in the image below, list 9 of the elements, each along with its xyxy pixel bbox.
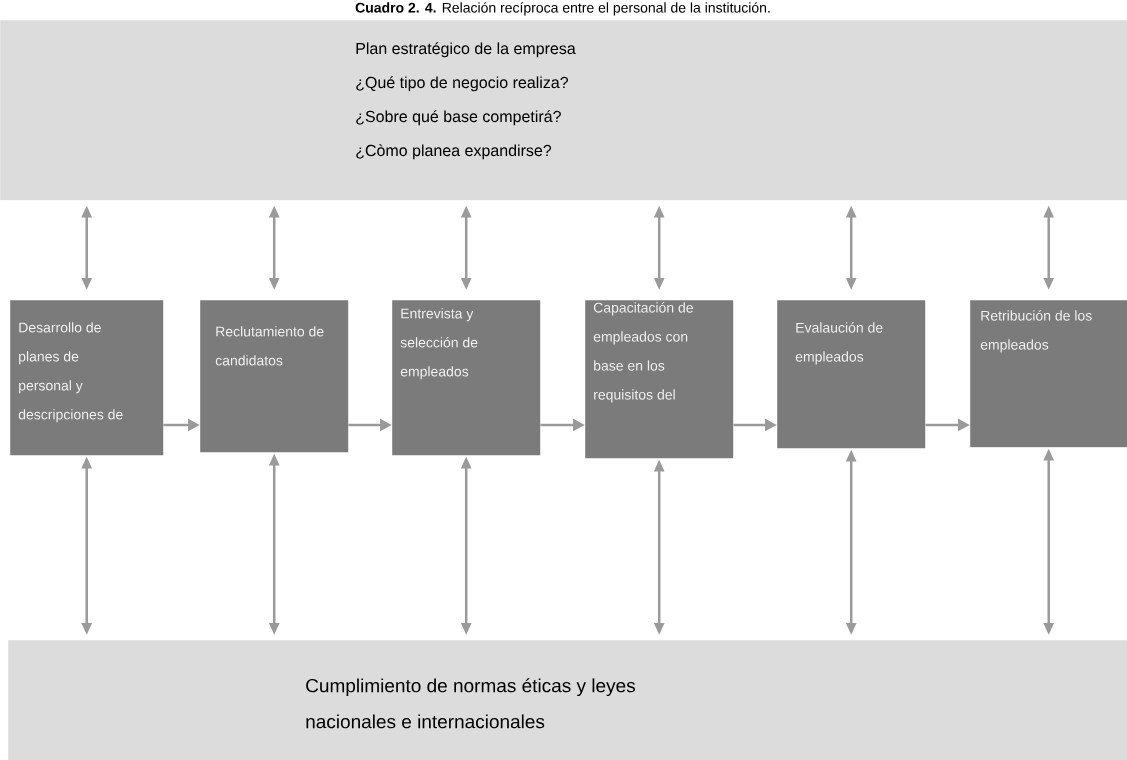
process-box: Evalaución de empleados bbox=[777, 300, 926, 449]
process-box: Reclutamiento de candidatos bbox=[200, 300, 349, 453]
process-box: Capacitación de empleados con base en los requisitos del bbox=[585, 300, 734, 459]
compliance-band: Cumplimiento de normas éticas y leyes nacionales e internacionales bbox=[8, 640, 1127, 760]
strategy-band: Plan estratégico de la empresa ¿Qué tipo de negocio realiza? ¿Sobre qué base competirá? ¿Còmo planea expandirse? bbox=[0, 20, 1127, 201]
process-box: Desarrollo de planes de personal y descripciones de bbox=[10, 300, 164, 456]
process-box: Retribución de los empleados bbox=[970, 300, 1127, 448]
title: Cuadro 2. 4. Relación recíproca entre el personal de la institución. bbox=[355, 2, 770, 16]
process-box: Entrevista y selección de empleados bbox=[392, 300, 541, 456]
